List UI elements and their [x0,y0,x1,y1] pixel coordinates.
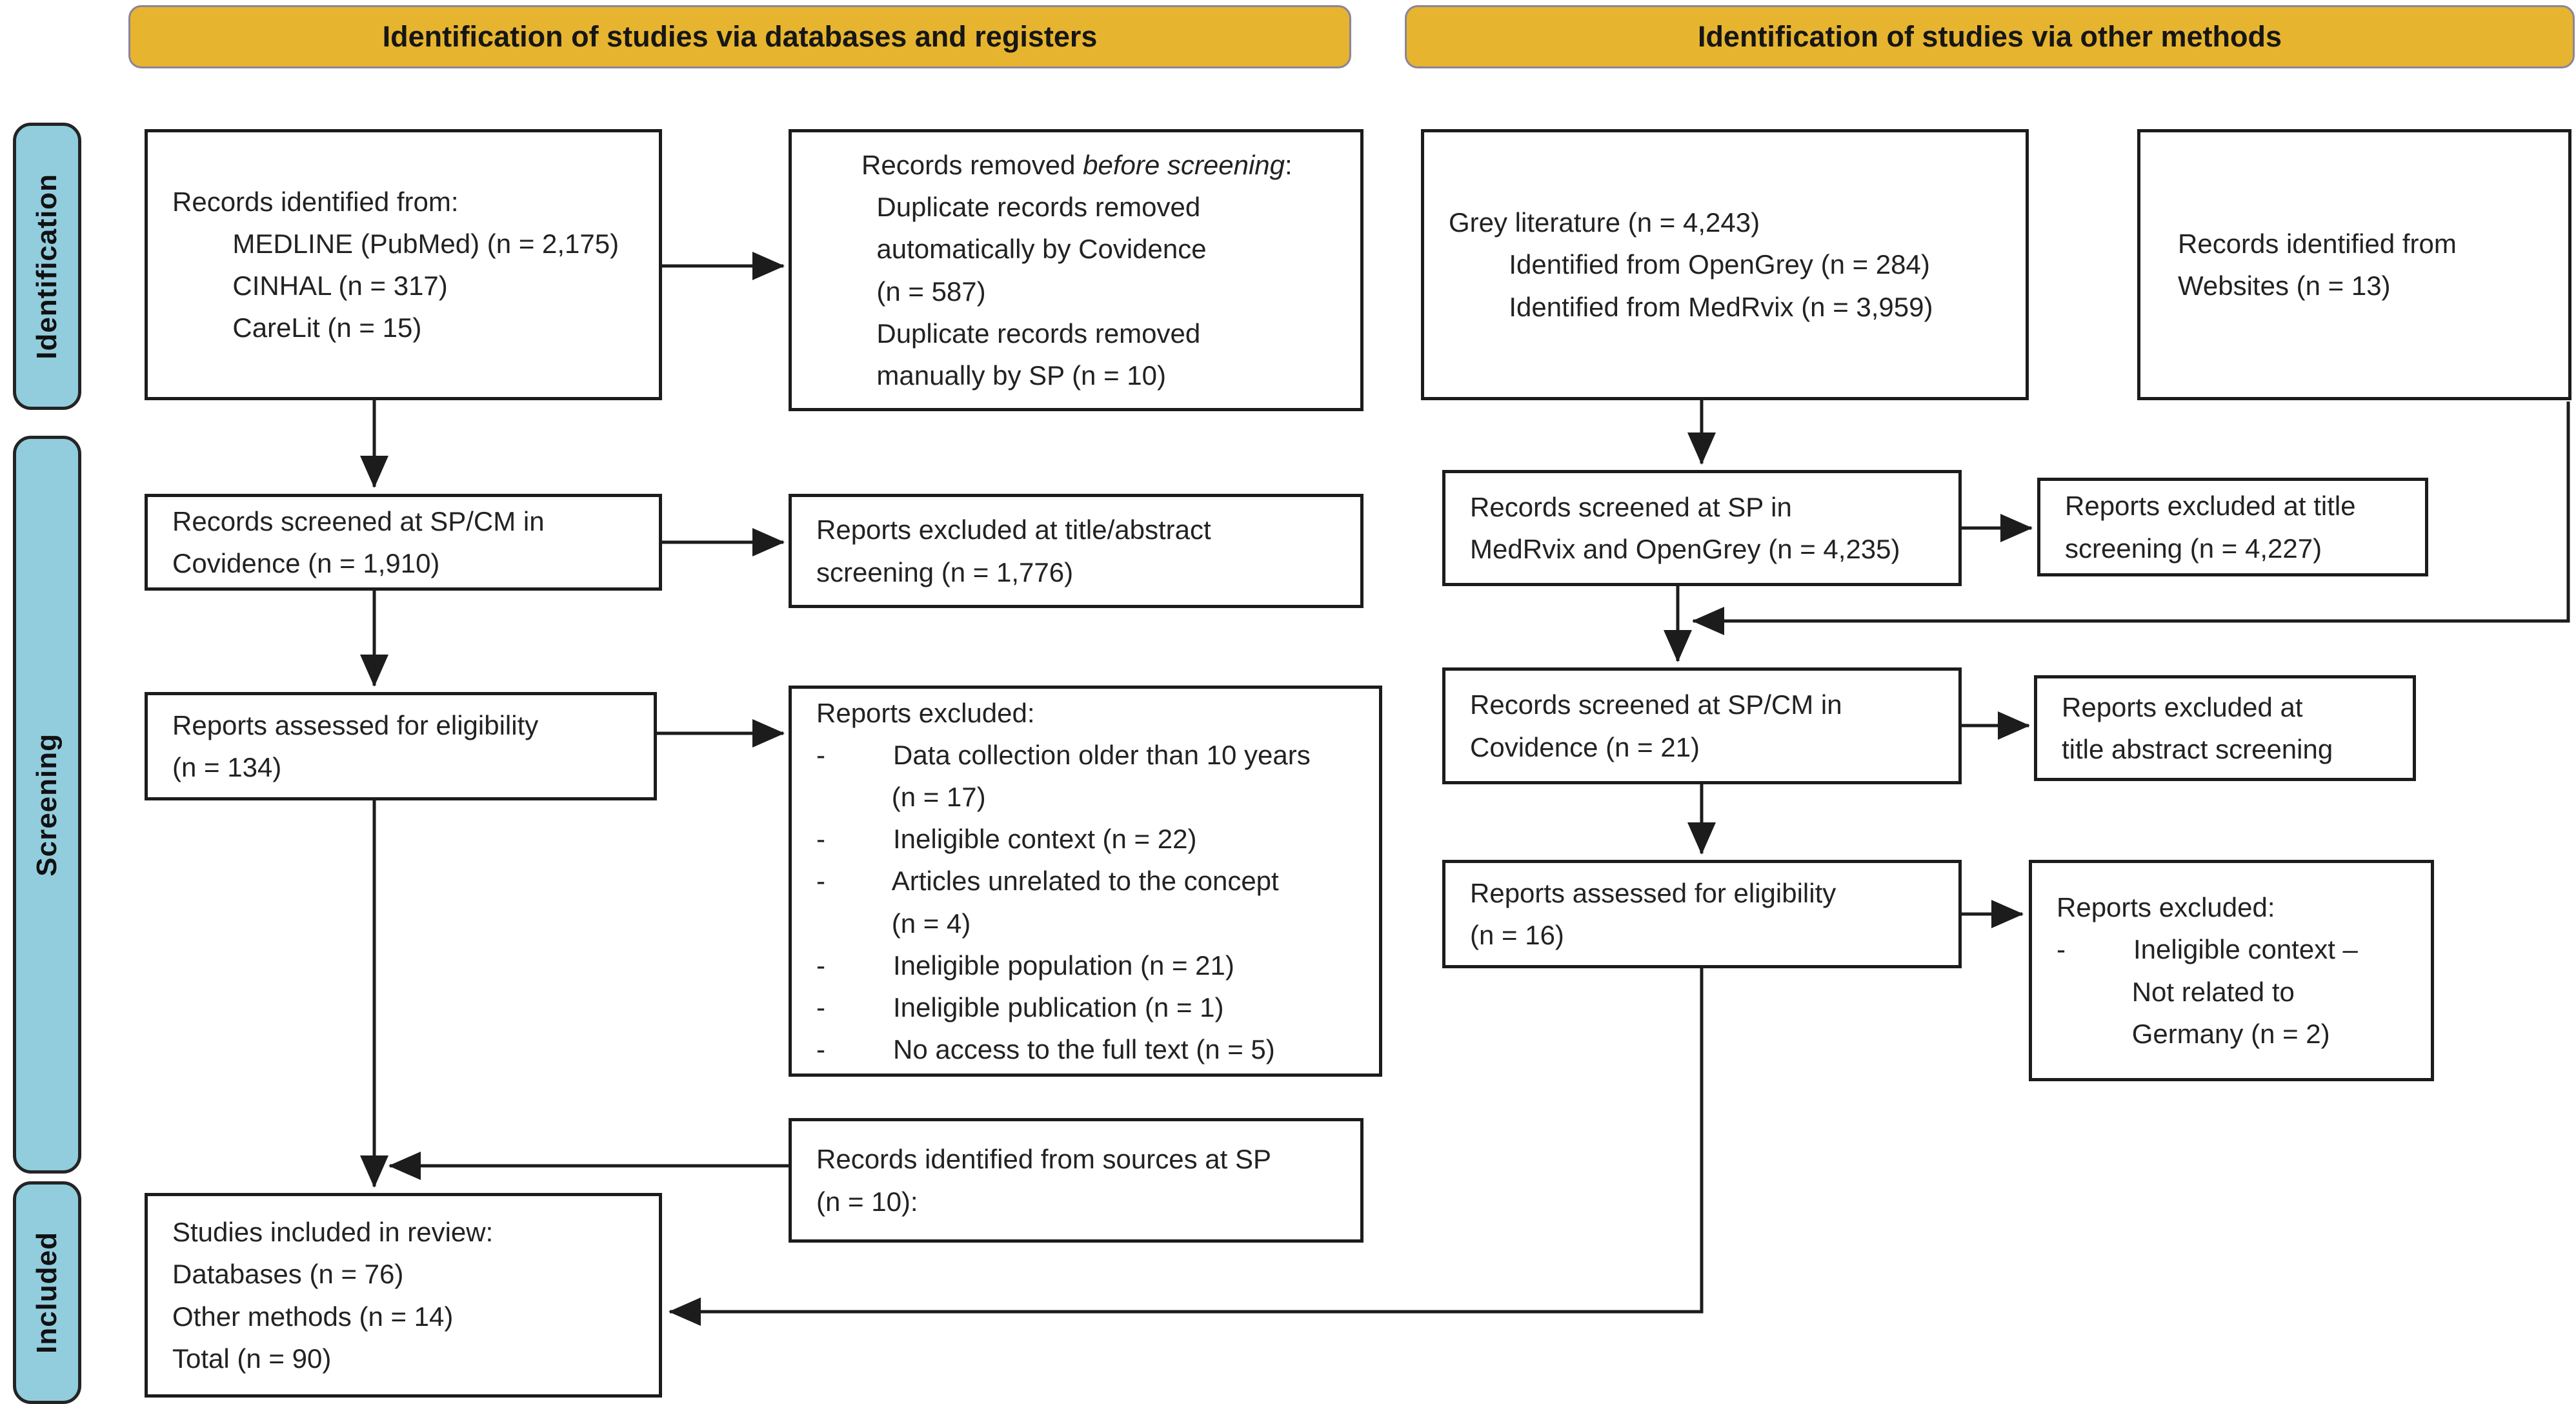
box-grey-literature-text: Grey literature (n = 4,243) Identified f… [1449,207,1933,322]
box-records-screened-covidence-21: Records screened at SP/CM in Covidence (… [1442,667,1962,784]
box-records-identified-databases-text: Records identified from: MEDLINE (PubMed… [172,186,619,343]
box-reports-excluded-title-4227-text: Reports excluded at title screening (n =… [2065,491,2356,564]
box-reports-excluded-reasons-text: Reports excluded: - Data collection olde… [816,698,1311,1064]
box-reports-assessed-16: Reports assessed for eligibility (n = 16… [1442,860,1962,968]
box-records-identified-sources-sp-text: Records identified from sources at SP (n… [816,1144,1271,1217]
box-studies-included-review-text: Studies included in review: Databases (n… [172,1217,494,1374]
box-reports-excluded-title-abstract-1776-text: Reports excluded at title/abstract scree… [816,514,1211,587]
box-records-screened-covidence-1910-text: Records screened at SP/CM in Covidence (… [172,505,545,578]
records-removed-italic: before screening [1083,150,1285,181]
stage-identification-label: Identification [31,173,63,360]
box-records-screened-covidence-1910: Records screened at SP/CM in Covidence (… [145,494,662,591]
box-reports-excluded-reasons: Reports excluded: - Data collection olde… [789,686,1382,1077]
box-reports-excluded-title-abstract-1776: Reports excluded at title/abstract scree… [789,494,1363,608]
records-removed-prefix: Records removed [861,150,1083,181]
records-removed-suffix: : [1285,150,1293,181]
box-reports-excluded-title-abstract-other-text: Reports excluded at title abstract scree… [2062,691,2333,764]
box-records-identified-databases: Records identified from: MEDLINE (PubMed… [145,129,662,400]
box-records-identified-sources-sp: Records identified from sources at SP (n… [789,1118,1363,1243]
stage-screening: Screening [13,436,81,1174]
box-reports-excluded-germany-text: Reports excluded: - Ineligible context –… [2057,892,2358,1049]
box-reports-assessed-16-text: Reports assessed for eligibility (n = 16… [1470,877,1836,950]
banner-databases-registers: Identification of studies via databases … [128,5,1351,68]
box-reports-excluded-title-4227: Reports excluded at title screening (n =… [2037,478,2428,576]
box-grey-literature: Grey literature (n = 4,243) Identified f… [1421,129,2029,400]
box-studies-included-review: Studies included in review: Databases (n… [145,1193,662,1398]
box-records-removed-before-screening: Records removed before screening: Duplic… [789,129,1363,411]
box-records-screened-covidence-21-text: Records screened at SP/CM in Covidence (… [1470,689,1842,762]
records-removed-body: Duplicate records removed automatically … [876,192,1207,391]
box-records-screened-medrvix-opengrey: Records screened at SP in MedRvix and Op… [1442,470,1962,586]
stage-included-label: Included [31,1232,63,1354]
stage-identification: Identification [13,123,81,410]
box-reports-assessed-134: Reports assessed for eligibility (n = 13… [145,692,657,800]
box-reports-assessed-134-text: Reports assessed for eligibility (n = 13… [172,709,539,782]
stage-screening-label: Screening [31,733,63,877]
banner-databases-registers-label: Identification of studies via databases … [382,20,1098,53]
box-reports-excluded-title-abstract-other: Reports excluded at title abstract scree… [2034,675,2416,781]
box-reports-excluded-germany: Reports excluded: - Ineligible context –… [2029,860,2434,1081]
banner-other-methods-label: Identification of studies via other meth… [1697,20,2282,53]
banner-other-methods: Identification of studies via other meth… [1405,5,2575,68]
box-records-screened-medrvix-opengrey-text: Records screened at SP in MedRvix and Op… [1470,491,1900,564]
box-records-identified-websites: Records identified from Websites (n = 13… [2137,129,2571,400]
box-records-identified-websites-text: Records identified from Websites (n = 13… [2178,228,2457,301]
stage-included: Included [13,1181,81,1404]
